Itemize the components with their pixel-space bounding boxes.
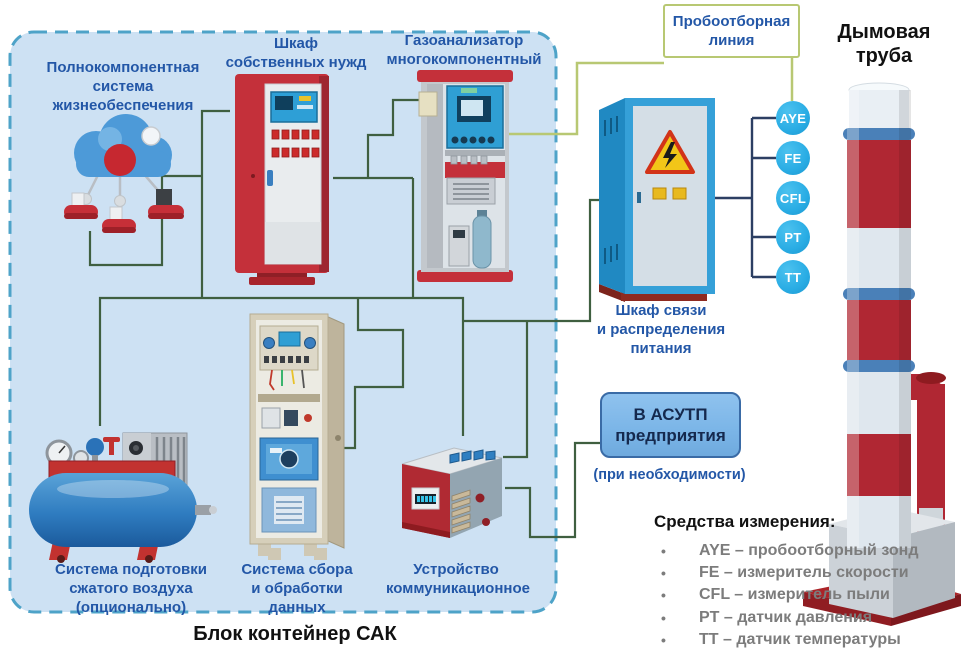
legend-item-text: PT – датчик давления (699, 608, 873, 626)
sensor-badge-tt: TT (776, 260, 810, 294)
stack-title: Дымовая труба (837, 21, 931, 67)
asutp-box: В АСУТП предприятия (600, 392, 741, 458)
legend-item-text: CFL – измеритель пыли (699, 586, 890, 604)
legend-item: • FE – измеритель скорости (658, 562, 958, 584)
compressor-illustration (29, 432, 217, 563)
sensor-bracket (712, 116, 776, 279)
sensor-badge-label: CFL (779, 190, 807, 206)
power-comm-cabinet-illustration (599, 98, 715, 302)
sensor-badge-label: FE (784, 150, 802, 166)
bullet-icon: • (661, 587, 666, 604)
sensor-badge-aye: AYE (776, 101, 810, 135)
life-support-illustration (64, 114, 184, 233)
legend-item-text: AYE – пробоотборный зонд (699, 542, 919, 560)
legend-item-text: FE – измеритель скорости (699, 564, 909, 582)
sampling-line-path (505, 58, 794, 136)
smoke-stack-illustration (803, 82, 961, 626)
bullet-icon: • (661, 565, 666, 582)
own-needs-cabinet-illustration (235, 74, 329, 285)
sampling-line-label: Пробоотборная линия (663, 4, 800, 58)
legend-title: Средства измерения: (654, 512, 836, 531)
gas-analyzer-illustration (417, 70, 513, 282)
cloud-white-dot (141, 126, 161, 146)
legend-item: • CFL – измеритель пыли (658, 584, 958, 606)
legend-item: • AYE – пробоотборный зонд (658, 540, 958, 562)
label-life-support: Полнокомпонентная система жизнеобеспечен… (46, 59, 200, 114)
label-power-comm-cabinet: Шкаф связи и распределения питания (596, 302, 726, 357)
label-data-acq: Система сбора и обработки данных (241, 561, 353, 616)
sensor-badge-label: PT (784, 229, 802, 245)
label-air-prep: Система подготовки сжатого воздуха (опци… (55, 561, 207, 616)
sensor-badge-label: AYE (779, 110, 807, 126)
sensor-badge-fe: FE (776, 141, 810, 175)
legend-item: • TT – датчик температуры (658, 629, 958, 651)
legend-list: • AYE – пробоотборный зонд • FE – измери… (658, 540, 958, 651)
label-comm-device: Устройство коммуникационное (386, 561, 530, 597)
legend-item-text: TT – датчик температуры (699, 630, 901, 648)
legend-item: • PT – датчик давления (658, 607, 958, 629)
bullet-icon: • (661, 631, 666, 648)
bullet-icon: • (661, 543, 666, 560)
label-own-needs: Шкаф собственных нужд (225, 35, 367, 71)
container-title: Блок контейнер САК (193, 623, 397, 645)
data-acquisition-cabinet-illustration (249, 313, 345, 560)
asutp-note: (при необходимости) (593, 467, 746, 483)
cloud-red-dot (104, 144, 136, 176)
sensor-badge-label: TT (784, 269, 802, 285)
sensor-badge-cfl: CFL (776, 181, 810, 215)
communication-device-illustration (401, 447, 503, 538)
bullet-icon: • (661, 609, 666, 626)
sensor-badge-pt: PT (776, 220, 810, 254)
label-gas-analyzer: Газоанализатор многокомпонентный (386, 32, 542, 68)
